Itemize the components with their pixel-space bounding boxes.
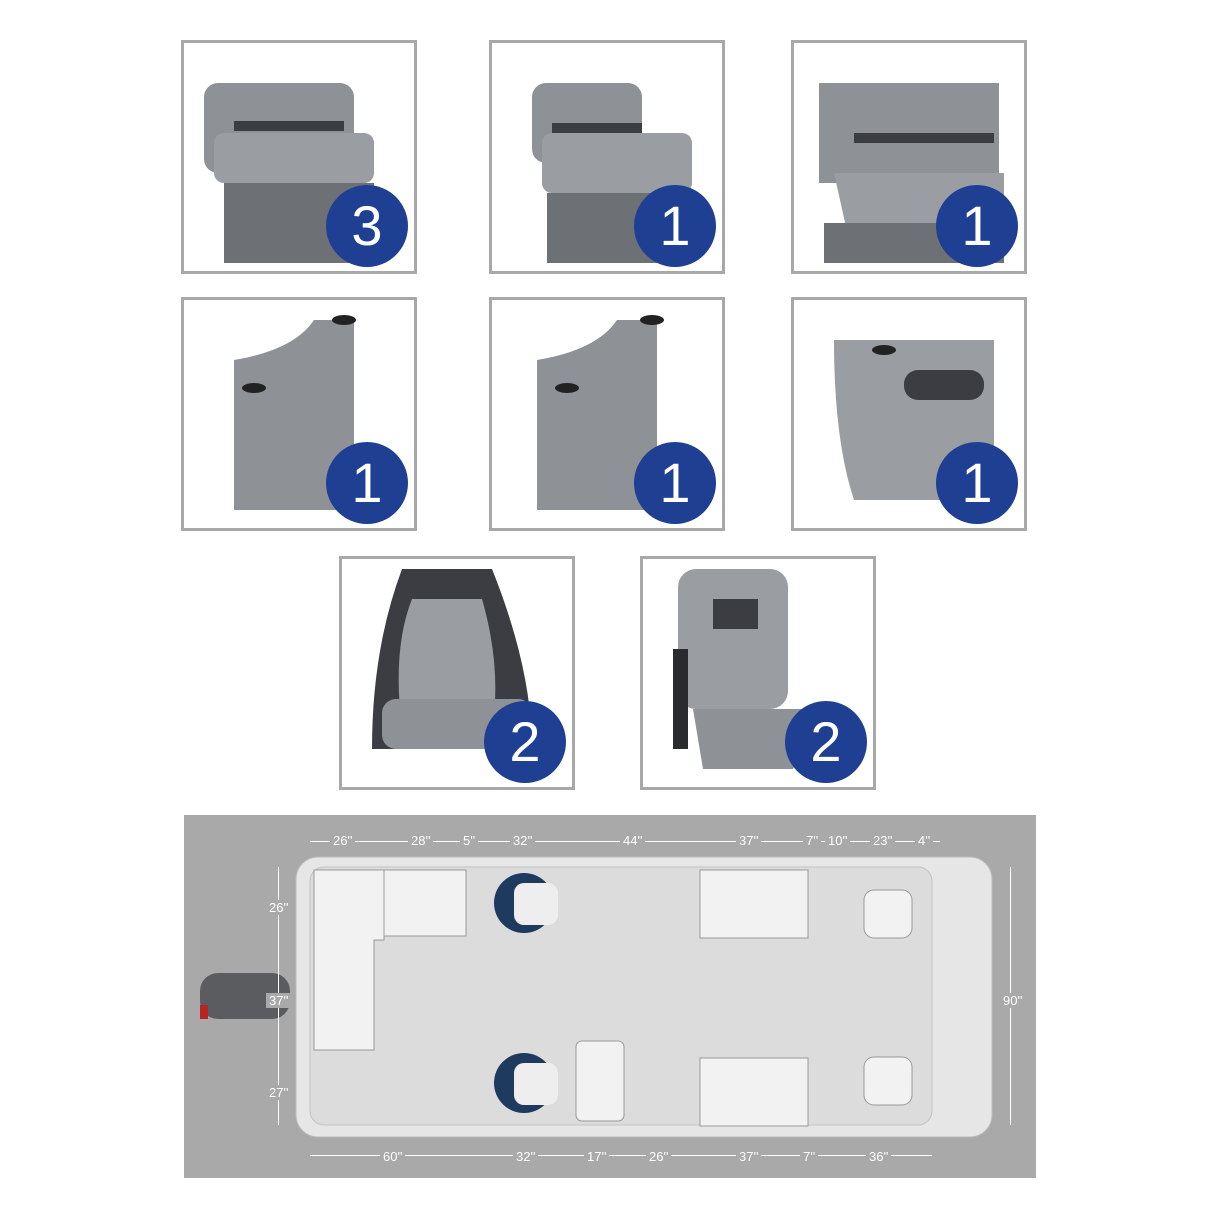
bottom-dimension: 60'' (380, 1149, 406, 1164)
product-card-corner-seat: 1 (791, 40, 1027, 274)
bottom-dimension: 26'' (646, 1149, 672, 1164)
corner-lounge (313, 869, 385, 1051)
product-card-armrest-right: 1 (489, 297, 725, 531)
top-dimension: 32'' (510, 833, 536, 848)
product-card-captain-chair: 2 (339, 556, 575, 790)
quantity-badge: 2 (785, 701, 867, 783)
quantity-badge: 2 (484, 701, 566, 783)
quantity-badge: 1 (634, 442, 716, 524)
top-dimension: 28'' (408, 833, 434, 848)
right-dimension: 90'' (1000, 993, 1026, 1008)
top-dimension: 37'' (736, 833, 762, 848)
plan-seat (863, 889, 913, 939)
boat-deck-plan (200, 856, 993, 1138)
quantity-badge: 1 (936, 185, 1018, 267)
bottom-dimension: 36'' (866, 1149, 892, 1164)
left-dimension: 37'' (266, 993, 292, 1008)
quantity-badge: 3 (326, 185, 408, 267)
plan-bench (383, 869, 467, 937)
bottom-dimension: 17'' (584, 1149, 610, 1164)
product-card-bench-seat: 3 (181, 40, 417, 274)
plan-bench (699, 869, 809, 939)
plan-bench (699, 1057, 809, 1127)
top-dimension: 26'' (330, 833, 356, 848)
top-dimension: 44'' (620, 833, 646, 848)
quantity-badge: 1 (936, 442, 1018, 524)
quantity-badge: 1 (634, 185, 716, 267)
top-dimension: 5'' (460, 833, 479, 848)
top-dimension: 10'' (825, 833, 851, 848)
bottom-dimension: 37'' (736, 1149, 762, 1164)
left-dimension: 27'' (266, 1085, 292, 1100)
bottom-dimension: 32'' (513, 1149, 539, 1164)
top-dimension: 4'' (915, 833, 934, 848)
plan-seat (863, 1056, 913, 1106)
product-card-side-panel: 1 (791, 297, 1027, 531)
captain-chair-icon (372, 569, 532, 749)
bottom-dimension: 7'' (800, 1149, 819, 1164)
quantity-badge: 1 (326, 442, 408, 524)
product-card-fold-down-seat: 2 (640, 556, 876, 790)
armrest-cupholder-icon (537, 315, 664, 510)
boat-layout-diagram: 26''28''5''32''44''37''7''10''23''4''60'… (184, 815, 1036, 1178)
top-dimension: 7'' (803, 833, 822, 848)
top-dimension: 23'' (870, 833, 896, 848)
left-dimension: 26'' (266, 900, 292, 915)
armrest-cupholder-icon (234, 315, 356, 510)
plan-console (575, 1040, 625, 1122)
product-card-armrest-left: 1 (181, 297, 417, 531)
product-card-short-bench-seat: 1 (489, 40, 725, 274)
